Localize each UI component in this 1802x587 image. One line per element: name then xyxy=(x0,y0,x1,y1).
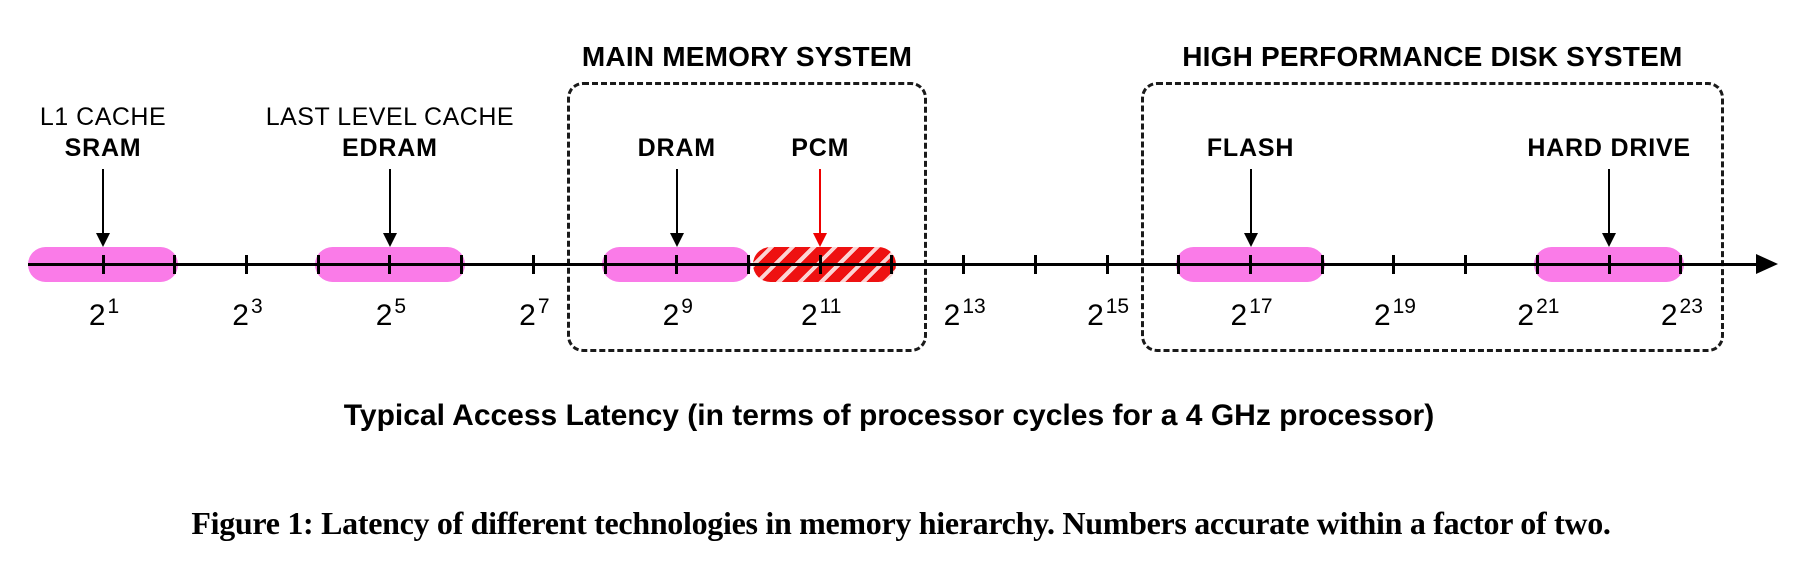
tick-label-2-5: 25 xyxy=(350,295,430,333)
sram-arrowhead-icon xyxy=(96,233,111,247)
tech-label-edram: EDRAM xyxy=(342,134,438,162)
tick-exponent: 17 xyxy=(1249,295,1273,318)
tech-label-pcm: PCM xyxy=(791,134,850,162)
axis-tick-p20 xyxy=(1464,255,1468,274)
tick-label-2-13: 213 xyxy=(924,295,1004,333)
hard-drive-arrow xyxy=(1608,169,1611,234)
axis-tick-p10 xyxy=(747,255,750,274)
axis-tick-p1 xyxy=(101,255,105,274)
tech-descriptor-edram: LAST LEVEL CACHE xyxy=(265,103,515,131)
axis-tick-p7 xyxy=(531,255,535,274)
tick-exponent: 19 xyxy=(1392,295,1416,318)
tick-label-2-3: 23 xyxy=(206,295,286,333)
axis-tick-p11 xyxy=(818,255,822,274)
tick-label-2-11: 211 xyxy=(780,295,860,333)
tick-label-2-7: 27 xyxy=(493,295,573,333)
axis-tick-p2 xyxy=(173,255,177,274)
axis-tick-p22 xyxy=(1607,255,1611,274)
axis-tick-p21 xyxy=(1535,255,1539,274)
tick-base: 2 xyxy=(662,299,680,332)
axis-caption: Typical Access Latency (in terms of proc… xyxy=(343,399,1435,432)
hard-drive-arrowhead-icon xyxy=(1602,233,1617,247)
flash-arrow xyxy=(1249,169,1252,234)
tech-label-hard-drive: HARD DRIVE xyxy=(1527,134,1691,162)
tick-label-2-17: 217 xyxy=(1211,295,1291,333)
flash-arrowhead-icon xyxy=(1243,233,1258,247)
tick-exponent: 21 xyxy=(1536,295,1560,318)
axis-tick-p17 xyxy=(1249,255,1253,274)
axis-tick-p3 xyxy=(244,255,248,274)
tick-exponent: 9 xyxy=(681,295,693,318)
axis-tick-p12 xyxy=(890,255,894,274)
axis-arrowhead-icon xyxy=(1756,254,1778,274)
axis-tick-p4 xyxy=(316,255,320,274)
tick-exponent: 5 xyxy=(394,295,407,318)
tick-label-2-15: 215 xyxy=(1067,295,1147,333)
pcm-arrow xyxy=(819,169,822,234)
tech-descriptor-sram: L1 CACHE xyxy=(39,103,167,131)
axis-tick-p9 xyxy=(675,255,679,274)
axis-tick-p14 xyxy=(1033,255,1037,274)
tick-base: 2 xyxy=(1230,299,1248,332)
group-title-high-performance-disk-system: HIGH PERFORMANCE DISK SYSTEM xyxy=(1182,41,1683,72)
axis-tick-p19 xyxy=(1392,255,1396,274)
tick-base: 2 xyxy=(88,299,106,332)
tech-label-flash: FLASH xyxy=(1206,134,1295,162)
tick-base: 2 xyxy=(800,299,818,332)
pcm-arrowhead-icon xyxy=(813,233,828,247)
tick-base: 2 xyxy=(1087,299,1104,332)
axis-tick-p13 xyxy=(962,255,966,274)
tech-label-dram: DRAM xyxy=(637,134,716,162)
axis-tick-p15 xyxy=(1105,255,1109,274)
dram-arrowhead-icon xyxy=(669,233,684,247)
sram-arrow xyxy=(102,169,105,234)
axis-tick-p6 xyxy=(460,255,464,274)
tick-base: 2 xyxy=(1373,299,1391,332)
edram-arrowhead-icon xyxy=(382,233,397,247)
tick-label-2-1: 21 xyxy=(63,295,143,333)
group-box-high-performance-disk-system xyxy=(1140,82,1724,352)
tick-exponent: 7 xyxy=(537,295,550,318)
figure-caption: Figure 1: Latency of different technolog… xyxy=(191,505,1611,541)
axis-tick-p5 xyxy=(388,255,392,274)
tick-exponent: 13 xyxy=(962,295,986,318)
tick-exponent: 15 xyxy=(1105,295,1130,318)
tick-exponent: 3 xyxy=(250,295,263,318)
tick-exponent: 1 xyxy=(107,295,120,318)
dram-arrow xyxy=(675,169,678,234)
tech-label-sram: SRAM xyxy=(64,134,142,162)
tick-base: 2 xyxy=(1660,299,1678,332)
tick-base: 2 xyxy=(943,299,961,332)
group-title-main-memory-system: MAIN MEMORY SYSTEM xyxy=(581,41,913,72)
tick-base: 2 xyxy=(1517,299,1535,332)
tick-label-2-23: 223 xyxy=(1641,295,1721,333)
tick-label-2-9: 29 xyxy=(637,295,717,333)
tick-exponent: 11 xyxy=(819,295,842,318)
tick-base: 2 xyxy=(519,299,536,332)
tick-base: 2 xyxy=(375,299,393,332)
tick-label-2-19: 219 xyxy=(1354,295,1434,333)
tick-exponent: 23 xyxy=(1679,295,1703,318)
latency-number-line: MAIN MEMORY SYSTEM HIGH PERFORMANCE DISK … xyxy=(28,41,1778,352)
edram-arrow xyxy=(388,169,391,234)
group-box-main-memory-system xyxy=(567,82,928,352)
axis-tick-p16 xyxy=(1177,255,1181,274)
tick-label-2-21: 221 xyxy=(1497,295,1577,333)
axis-tick-p18 xyxy=(1320,255,1324,274)
axis-tick-p8 xyxy=(603,255,607,274)
axis-tick-p23 xyxy=(1679,255,1683,274)
tick-base: 2 xyxy=(232,299,249,332)
